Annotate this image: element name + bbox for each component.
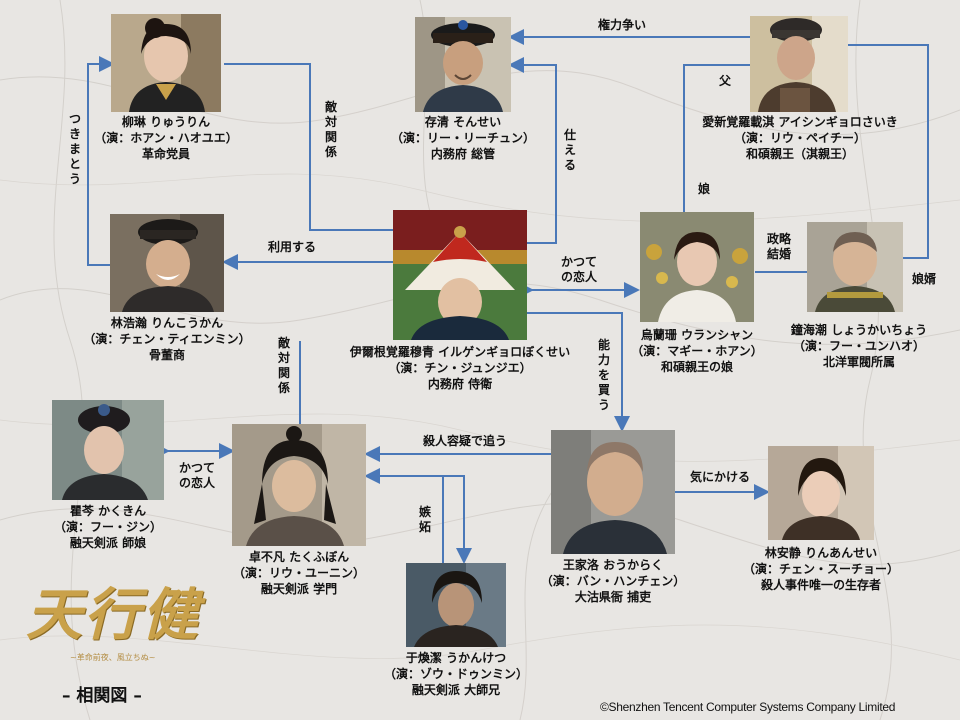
drama-logo: 天行健 ~革命前夜、風立ちぬ~ — [20, 570, 240, 680]
logo-subtitle: ~革命前夜、風立ちぬ~ — [70, 653, 156, 662]
portrait-liulin — [111, 14, 221, 112]
label-serve: 仕える — [563, 128, 576, 172]
name-zhonghaichao: 鐘海潮 しょうかいちょう — [790, 323, 928, 337]
role-linanjing: 殺人事件唯一の生存者 — [760, 578, 881, 592]
caption-cunqing: 存清 そんせい （演：リー・リーチュン） 内務府 総管 — [383, 114, 543, 162]
caption-yuhuanjie: 于煥潔 うかんけつ （演：ゾウ・ドゥンミン） 融天剣派 大師兄 — [376, 650, 536, 698]
copyright-notice: ©Shenzhen Tencent Computer Systems Compa… — [600, 700, 896, 714]
caption-wulanshan: 烏蘭珊 ウランシャン （演：マギー・ホアン） 和碩親王の娘 — [612, 327, 782, 375]
logo-title: 天行健 — [26, 582, 200, 648]
portrait-wangjialuo — [551, 430, 675, 554]
name-linhaohan: 林浩瀚 りんこうかん — [110, 316, 224, 330]
portrait-linhaohan — [110, 214, 224, 312]
label-enemy-bottom: 敵対関係 — [277, 336, 290, 395]
line-father — [683, 64, 750, 212]
caption-yirgen: 伊爾根覚羅穆青 イルゲンギョロぼくせい （演：チン・ジュンジエ） 内務府 侍衛 — [330, 344, 590, 392]
label-use: 利用する — [268, 240, 317, 254]
diagram-title: – 相関図 – — [62, 686, 142, 706]
line-son-in-law — [848, 44, 929, 259]
role-zhuobufan: 融天剣派 学門 — [260, 582, 338, 596]
cast-quqin: （演：フー・ジン） — [53, 520, 162, 534]
caption-liulin: 柳琳 りゅうりん （演：ホアン・ハオユエ） 革命党員 — [86, 114, 246, 162]
label-jealousy: 嫉妬 — [418, 505, 431, 534]
portrait-aixin — [750, 16, 848, 112]
line-stalker — [87, 56, 115, 266]
line-buy-ability — [527, 312, 630, 432]
name-aixin: 愛新覚羅載淇 アイシンギョロさいき — [702, 115, 898, 129]
caption-linhaohan: 林浩瀚 りんこうかん （演：チェン・ティエンミン） 骨董商 — [72, 315, 262, 363]
name-linanjing: 林安静 りんあんせい — [764, 546, 878, 560]
portrait-cunqing — [415, 17, 511, 112]
cast-yirgen: （演：チン・ジュンジエ） — [388, 361, 532, 375]
portrait-zhonghaichao — [807, 222, 903, 312]
portrait-wulanshan — [640, 212, 754, 322]
label-son-in-law: 娘婿 — [912, 272, 937, 286]
label-daughter: 娘 — [698, 182, 711, 196]
role-yuhuanjie: 融天剣派 大師兄 — [411, 683, 501, 697]
portrait-linanjing — [768, 446, 874, 540]
role-aixin: 和碩親王（淇親王） — [745, 147, 854, 161]
label-father: 父 — [719, 74, 732, 88]
cast-cunqing: （演：リー・リーチュン） — [390, 131, 535, 145]
role-wulanshan: 和碩親王の娘 — [660, 360, 733, 374]
label-care: 気にかける — [690, 470, 751, 484]
cast-aixin: （演：リウ・ペイチー） — [733, 131, 866, 145]
label-stalker: つきまとう — [68, 112, 81, 186]
role-wangjialuo: 大沽県衙 捕吏 — [574, 590, 652, 604]
cast-wangjialuo: （演：バン・ハンチェン） — [540, 574, 686, 588]
role-yirgen: 内務府 侍衛 — [427, 377, 493, 391]
name-quqin: 瞿芩 かくきん — [69, 504, 147, 518]
cast-zhonghaichao: （演：フー・ユンハオ） — [792, 339, 925, 353]
label-former-lovers-top: かつての恋人 — [560, 255, 597, 284]
portrait-yuhuanjie — [406, 563, 506, 647]
label-enemy-top: 敵対関係 — [324, 100, 337, 159]
caption-linanjing: 林安静 りんあんせい （演：チェン・スーチョー） 殺人事件唯一の生存者 — [731, 545, 911, 593]
name-cunqing: 存清 そんせい — [424, 115, 502, 129]
name-wangjialuo: 王家洛 おうからく — [562, 558, 664, 572]
role-quqin: 融天剣派 師娘 — [69, 536, 147, 550]
caption-zhuobufan: 卓不凡 たくふぼん （演：リウ・ユーニン） 融天剣派 学門 — [219, 549, 379, 597]
role-linhaohan: 骨董商 — [148, 348, 185, 362]
cast-yuhuanjie: （演：ゾウ・ドゥンミン） — [383, 667, 528, 681]
label-political-marriage: 政略結婚 — [766, 232, 791, 261]
name-wulanshan: 烏蘭珊 ウランシャン — [640, 328, 754, 342]
name-yirgen: 伊爾根覚羅穆青 イルゲンギョロぼくせい — [349, 345, 571, 359]
caption-quqin: 瞿芩 かくきん （演：フー・ジン） 融天剣派 師娘 — [33, 503, 183, 551]
line-enemy-top — [224, 63, 393, 231]
line-serve — [508, 57, 557, 244]
cast-zhuobufan: （演：リウ・ユーニン） — [232, 566, 365, 580]
name-zhuobufan: 卓不凡 たくふぼん — [248, 550, 350, 564]
label-murder-chase: 殺人容疑で追う — [423, 434, 508, 448]
label-buy-ability: 能力を買う — [597, 338, 610, 412]
cast-liulin: （演：ホアン・ハオユエ） — [94, 131, 238, 145]
line-jealousy-down — [443, 475, 472, 564]
caption-zhonghaichao: 鐘海潮 しょうかいちょう （演：フー・ユンハオ） 北洋軍閥所属 — [774, 322, 944, 370]
portrait-yirgen — [393, 210, 527, 340]
cast-wulanshan: （演：マギー・ホアン） — [631, 344, 763, 358]
role-liulin: 革命党員 — [141, 147, 190, 161]
cast-linhaohan: （演：チェン・ティエンミン） — [83, 332, 251, 346]
role-cunqing: 内務府 総管 — [430, 147, 496, 161]
name-liulin: 柳琳 りゅうりん — [121, 115, 211, 129]
portrait-zhuobufan — [232, 424, 366, 546]
cast-linanjing: （演：チェン・スーチョー） — [742, 562, 899, 576]
caption-aixin: 愛新覚羅載淇 アイシンギョロさいき （演：リウ・ペイチー） 和碩親王（淇親王） — [690, 114, 910, 162]
label-power-struggle: 権力争い — [598, 18, 647, 32]
label-former-lovers-bottom: かつての恋人 — [178, 461, 215, 490]
role-zhonghaichao: 北洋軍閥所属 — [822, 355, 895, 369]
caption-wangjialuo: 王家洛 おうからく （演：バン・ハンチェン） 大沽県衙 捕吏 — [528, 557, 698, 605]
portrait-quqin — [52, 400, 164, 500]
name-yuhuanjie: 于煥潔 うかんけつ — [405, 651, 507, 665]
